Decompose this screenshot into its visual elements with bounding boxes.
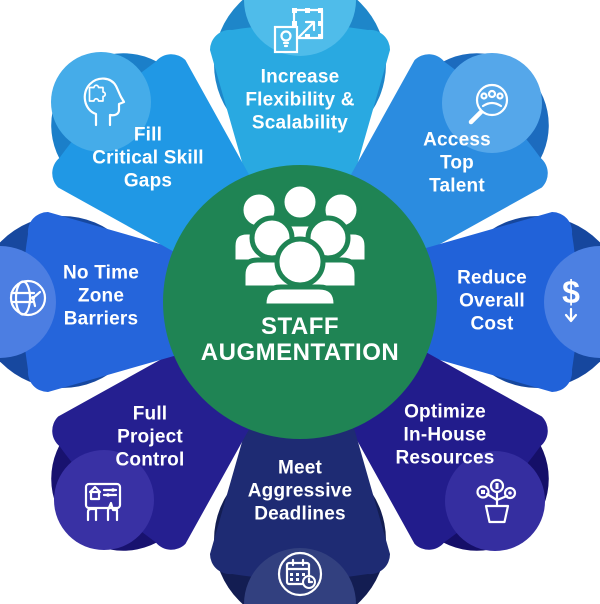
- icon-dome-bottom-right: [445, 451, 545, 551]
- icon-dome-right: [544, 246, 600, 358]
- petal-increase-flexibility: [209, 0, 391, 197]
- talent-search-icon: [468, 83, 509, 125]
- calendar-clock-icon: [277, 551, 323, 597]
- team-people-icon: [230, 181, 370, 309]
- petal-wedge: [209, 407, 391, 580]
- petal-meet-deadlines: [209, 407, 391, 604]
- growth-pot-icon: [476, 478, 517, 524]
- globe-clock-icon: [9, 279, 47, 317]
- dollar-down-icon: $: [562, 274, 580, 323]
- person-silhouette: [261, 236, 339, 309]
- icon-dome-bottom-left: [54, 450, 154, 550]
- tablet-hands-icon: [84, 482, 122, 522]
- head-puzzle-icon: [83, 77, 126, 127]
- petal-wedge: [209, 24, 391, 197]
- scale-expand-icon: [273, 8, 324, 54]
- dollar-glyph: $: [562, 274, 580, 310]
- petal-wedge: [22, 211, 195, 393]
- icon-dome-top: [244, 0, 356, 56]
- icon-dome-bottom: [244, 548, 356, 604]
- icon-dome-top-left: [51, 52, 151, 152]
- petal-wedge: [405, 211, 578, 393]
